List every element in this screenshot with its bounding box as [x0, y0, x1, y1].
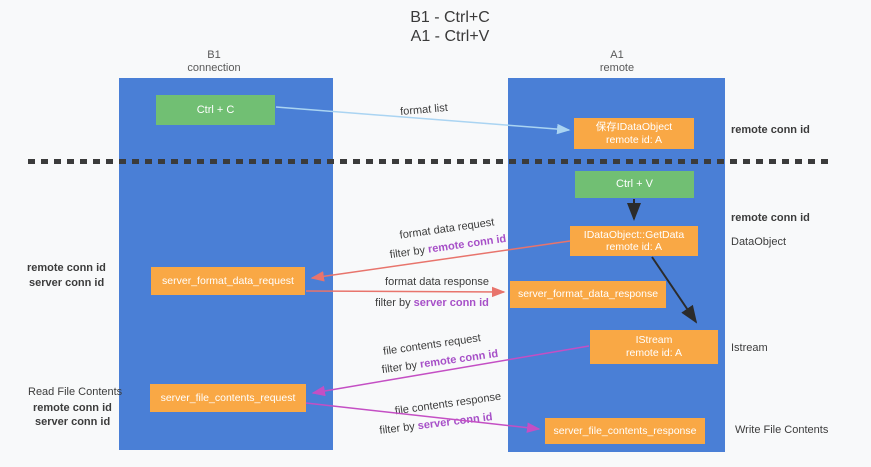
side-label-remote-conn-id-left1: remote conn id — [27, 262, 106, 274]
node-format-request-label: server_format_data_request — [162, 274, 294, 287]
side-label-server-conn-id-left2: server conn id — [35, 416, 111, 428]
column-b1-name: B1 — [207, 49, 221, 61]
column-header-a1: A1 remote — [600, 49, 634, 75]
title-line-2: A1 - Ctrl+V — [410, 28, 490, 45]
remote-conn-id-text: remote conn id — [419, 347, 499, 371]
node-getdata-line1: IDataObject::GetData — [583, 228, 685, 241]
node-server-file-contents-response: server_file_contents_response — [545, 418, 705, 444]
column-a1-name: A1 — [610, 49, 624, 61]
side-label-remote-conn-id-left2: remote conn id — [33, 402, 112, 414]
node-ctrl-c-label: Ctrl + C — [196, 103, 235, 116]
node-ctrl-v: Ctrl + V — [575, 171, 694, 198]
arrow-format-data-response — [305, 286, 506, 298]
node-save-idataobject: 保存IDataObject remote id: A — [574, 118, 694, 149]
remote-conn-id-text: remote conn id — [427, 232, 507, 256]
node-ctrl-v-label: Ctrl + V — [616, 178, 653, 190]
side-label-remote-conn-id-top: remote conn id — [731, 124, 810, 136]
edge-label-format-data-response: format data response — [385, 276, 489, 288]
node-idataobject-getdata: IDataObject::GetData remote id: A — [570, 226, 698, 256]
column-header-b1: B1 connection — [187, 49, 240, 75]
edge-label-filter-server-1: filter by server conn id — [375, 297, 489, 309]
server-conn-id-text: server conn id — [413, 297, 489, 309]
node-save-idataobject-line2: remote id: A — [605, 133, 663, 146]
server-conn-id-text: server conn id — [417, 411, 494, 433]
node-getdata-line2: remote id: A — [605, 241, 663, 253]
filter-by-text: filter by — [375, 297, 411, 309]
node-file-request-label: server_file_contents_request — [160, 391, 296, 404]
side-label-istream: Istream — [731, 342, 768, 354]
side-label-dataobject: DataObject — [731, 236, 787, 248]
column-b1-subtitle: connection — [187, 62, 241, 74]
node-istream: IStream remote id: A — [590, 330, 718, 364]
node-istream-line2: remote id: A — [625, 347, 683, 359]
node-istream-line1: IStream — [635, 334, 673, 346]
dashed-separator — [28, 159, 831, 164]
node-save-idataobject-line1: 保存IDataObject — [595, 121, 673, 133]
column-a1-subtitle: remote — [599, 62, 635, 74]
node-format-response-label: server_format_data_response — [517, 288, 659, 300]
side-label-remote-conn-id-mid: remote conn id — [731, 212, 810, 224]
node-server-format-data-request: server_format_data_request — [151, 267, 305, 295]
side-label-server-conn-id-left1: server conn id — [29, 277, 105, 289]
edge-label-format-list: format list — [399, 101, 449, 119]
node-server-format-data-response: server_format_data_response — [510, 281, 666, 308]
node-ctrl-c: Ctrl + C — [156, 95, 275, 125]
title-line-1: B1 - Ctrl+C — [410, 9, 490, 26]
side-label-write-file-contents: Write File Contents — [735, 424, 829, 436]
node-server-file-contents-request: server_file_contents_request — [150, 384, 306, 412]
filter-by-text: filter by — [389, 244, 426, 262]
filter-by-text: filter by — [378, 420, 416, 437]
side-label-read-file-contents: Read File Contents — [28, 386, 123, 398]
diagram-title: B1 - Ctrl+C A1 - Ctrl+V — [410, 8, 490, 46]
node-file-response-label: server_file_contents_response — [553, 424, 697, 437]
filter-by-text: filter by — [381, 359, 418, 377]
